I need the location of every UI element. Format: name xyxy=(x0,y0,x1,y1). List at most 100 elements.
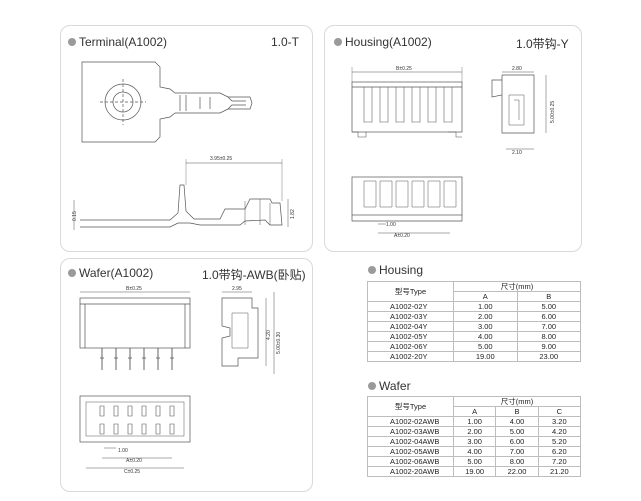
table-row: A1002-04AWB 3.00 6.00 5.20 xyxy=(367,436,582,447)
a-cell: 2.00 xyxy=(453,311,518,322)
wafer-c-dim: C±0.25 xyxy=(124,469,140,475)
b-cell: 7.00 xyxy=(495,446,539,457)
bullet-icon xyxy=(68,269,76,277)
housing-b-dim: B±0.25 xyxy=(396,66,412,72)
wafer-pitch-dim: 1.00 xyxy=(118,448,128,454)
b-cell: 22.00 xyxy=(495,466,539,477)
table-row: A1002-02AWB 1.00 4.00 3.20 xyxy=(367,416,582,427)
c-cell: 5.20 xyxy=(537,436,582,447)
terminal-drawing: 3.95±0.25 0.15 1.82 xyxy=(72,61,296,230)
housing-tag: 1.0带钩-Y xyxy=(516,37,569,51)
wafer-tag: 1.0带钩-AWB(卧贴) xyxy=(202,268,306,282)
b-cell: 6.00 xyxy=(495,436,539,447)
terminal-height-dim: 1.82 xyxy=(290,209,296,219)
b-cell: 9.00 xyxy=(516,341,581,352)
model-cell: A1002-04Y xyxy=(367,321,454,332)
a-cell: 3.00 xyxy=(453,321,518,332)
table-row: A1002-03Y 2.00 6.00 xyxy=(367,311,581,322)
b-cell: 7.00 xyxy=(516,321,581,332)
wafer-spec-table: 型号Type 尺寸(mm) A B C A1002-02AWB 1.00 4.0… xyxy=(367,396,582,477)
col-b-header: B xyxy=(516,291,581,302)
wafer-b-dim: B±0.25 xyxy=(126,286,142,292)
model-cell: A1002-06Y xyxy=(367,341,454,352)
col-b-header: B xyxy=(495,406,539,417)
terminal-thickness-dim: 0.15 xyxy=(72,211,78,221)
wafer-title: Wafer(A1002) xyxy=(68,266,153,280)
type-header: 型号Type xyxy=(367,281,454,302)
model-cell: A1002-06AWB xyxy=(367,456,454,467)
col-c-header: C xyxy=(537,406,582,417)
table-row: A1002-20AWB 19.00 22.00 21.20 xyxy=(367,466,582,477)
wafer-h2-dim: 5.00±0.30 xyxy=(276,332,282,354)
c-cell: 21.20 xyxy=(537,466,582,477)
wafer-h1-dim: 4.20 xyxy=(266,330,272,340)
terminal-tag: 1.0-T xyxy=(271,35,300,49)
table-row: A1002-06Y 5.00 9.00 xyxy=(367,341,581,352)
model-cell: A1002-20Y xyxy=(367,351,454,362)
model-cell: A1002-04AWB xyxy=(367,436,454,447)
a-cell: 4.00 xyxy=(453,331,518,342)
wafer-panel xyxy=(60,258,313,492)
a-cell: 5.00 xyxy=(453,341,518,352)
wafer-table-title: Wafer xyxy=(368,379,411,393)
b-cell: 8.00 xyxy=(495,456,539,467)
b-cell: 4.00 xyxy=(495,416,539,427)
terminal-panel xyxy=(60,25,313,252)
model-cell: A1002-05Y xyxy=(367,331,454,342)
b-cell: 6.00 xyxy=(516,311,581,322)
a-cell: 3.00 xyxy=(452,436,497,447)
bullet-icon xyxy=(68,38,76,46)
a-cell: 1.00 xyxy=(453,301,518,312)
housing-title: Housing(A1002) xyxy=(334,35,432,49)
a-cell: 5.00 xyxy=(452,456,497,467)
housing-depth-dim: 2.80 xyxy=(512,66,522,72)
c-cell: 4.20 xyxy=(537,426,582,437)
a-cell: 19.00 xyxy=(453,351,518,362)
bullet-icon xyxy=(368,266,376,274)
c-cell: 7.20 xyxy=(537,456,582,467)
table-header-row: 型号Type 尺寸(mm) xyxy=(367,396,581,417)
housing-a-dim: A±0.20 xyxy=(394,233,410,239)
model-cell: A1002-20AWB xyxy=(367,466,454,477)
b-cell: 8.00 xyxy=(516,331,581,342)
model-cell: A1002-02AWB xyxy=(367,416,454,427)
housing-pitch-dim: 1.00 xyxy=(386,222,396,228)
housing-spec-table: 型号Type 尺寸(mm) A B A1002-02Y 1.00 5.00 A1… xyxy=(367,281,581,362)
table-header-row: 型号Type 尺寸(mm) xyxy=(367,281,581,302)
table-row: A1002-04Y 3.00 7.00 xyxy=(367,321,581,332)
a-cell: 4.00 xyxy=(452,446,497,457)
model-cell: A1002-02Y xyxy=(367,301,454,312)
housing-height-dim: 5.00±0.25 xyxy=(550,101,556,123)
bullet-icon xyxy=(368,382,376,390)
table-row: A1002-05Y 4.00 8.00 xyxy=(367,331,581,342)
table-row: A1002-03AWB 2.00 5.00 4.20 xyxy=(367,426,582,437)
c-cell: 6.20 xyxy=(537,446,582,457)
bullet-icon xyxy=(334,38,342,46)
table-row: A1002-05AWB 4.00 7.00 6.20 xyxy=(367,446,582,457)
terminal-title: Terminal(A1002) xyxy=(68,35,167,49)
wafer-depth-dim: 2.95 xyxy=(232,286,242,292)
housing-table-title: Housing xyxy=(368,263,423,277)
wafer-drawing: B±0.25 2.95 4.20 5.00±0.30 1.00 A±0.20 C… xyxy=(79,286,282,475)
dim-header: 尺寸(mm) xyxy=(453,281,581,292)
housing-drawing: B±0.25 2.80 5.00±0.25 2.10 1.00 A±0.20 xyxy=(351,66,556,239)
wafer-a-dim: A±0.20 xyxy=(126,458,142,464)
col-a-header: A xyxy=(452,406,497,417)
table-row: A1002-06AWB 5.00 8.00 7.20 xyxy=(367,456,582,467)
model-cell: A1002-03Y xyxy=(367,311,454,322)
b-cell: 5.00 xyxy=(516,301,581,312)
model-cell: A1002-05AWB xyxy=(367,446,454,457)
table-row: A1002-02Y 1.00 5.00 xyxy=(367,301,581,312)
c-cell: 3.20 xyxy=(537,416,582,427)
table-row: A1002-20Y 19.00 23.00 xyxy=(367,351,581,362)
model-cell: A1002-03AWB xyxy=(367,426,454,437)
housing-bottom-dim: 2.10 xyxy=(512,150,522,156)
dim-header: 尺寸(mm) xyxy=(453,396,581,407)
a-cell: 1.00 xyxy=(452,416,497,427)
type-header: 型号Type xyxy=(367,396,454,417)
terminal-length-dim: 3.95±0.25 xyxy=(210,156,232,162)
b-cell: 23.00 xyxy=(516,351,581,362)
a-cell: 2.00 xyxy=(452,426,497,437)
col-a-header: A xyxy=(453,291,518,302)
housing-panel xyxy=(324,25,582,252)
